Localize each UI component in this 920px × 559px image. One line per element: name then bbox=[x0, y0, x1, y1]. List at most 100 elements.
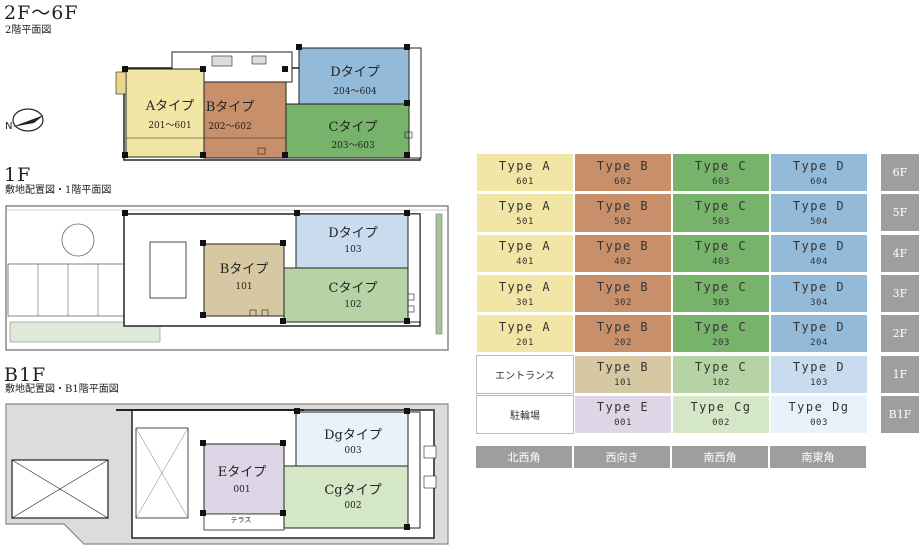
unit-cell-5f-1: Type B 502 bbox=[574, 193, 672, 233]
unit-cell-type: Type A bbox=[498, 239, 552, 254]
unit-cell-number: 003 bbox=[810, 418, 828, 429]
unit-cell-number: 304 bbox=[810, 297, 828, 308]
floor-label-2f: 2F bbox=[881, 315, 919, 353]
unit-cell-type: Type A bbox=[498, 158, 552, 173]
unit-cell-type: Type Dg bbox=[788, 400, 850, 415]
unit-cell-1f-0: エントランス bbox=[476, 354, 574, 394]
unit-cell-2f-2: Type C 203 bbox=[672, 314, 770, 354]
unit-cell-number: 303 bbox=[712, 297, 730, 308]
unit-cell-type: Type A bbox=[498, 319, 552, 334]
first-room-b-nums: 101 bbox=[235, 282, 253, 292]
unit-cell-6f-3: Type D 604 bbox=[770, 153, 868, 193]
floor-label-b1f: B1F bbox=[881, 395, 919, 433]
unit-cell-number: 604 bbox=[810, 176, 828, 187]
unit-cell-number: 503 bbox=[712, 216, 730, 227]
unit-cell-type: Type B bbox=[596, 279, 650, 294]
unit-cell-number: 603 bbox=[712, 176, 730, 187]
upper-room-a-label: Aタイプ bbox=[145, 99, 195, 114]
first-floor-subtitle: 敷地配置図・1階平面図 bbox=[5, 185, 112, 196]
basement-floor-title: B1F bbox=[4, 364, 47, 386]
basement-terrace-label: テラス bbox=[230, 516, 252, 524]
unit-cell-b1f-2: Type Cg 002 bbox=[672, 394, 770, 435]
unit-cell-type: Type D bbox=[792, 360, 846, 375]
unit-cell-type: エントランス bbox=[495, 370, 555, 382]
basement-room-e-label: Eタイプ bbox=[217, 465, 267, 480]
upper-room-d-label: Dタイプ bbox=[330, 65, 380, 80]
unit-cell-type: Type D bbox=[792, 158, 846, 173]
upper-floor-subtitle: 2階平面図 bbox=[5, 25, 52, 36]
basement-room-cg-nums: 002 bbox=[344, 501, 362, 511]
unit-cell-number: 504 bbox=[810, 216, 828, 227]
unit-cell-type: Type B bbox=[596, 360, 650, 375]
unit-cell-2f-0: Type A 201 bbox=[476, 314, 574, 354]
unit-cell-5f-3: Type D 504 bbox=[770, 193, 868, 233]
orientation-label: 北西角 bbox=[476, 446, 572, 469]
unit-cell-type: Type C bbox=[694, 360, 748, 375]
unit-cell-3f-1: Type B 302 bbox=[574, 273, 672, 314]
basement-room-cg-label: Cgタイプ bbox=[324, 483, 382, 498]
first-room-d-label: Dタイプ bbox=[328, 226, 378, 241]
unit-cell-number: 403 bbox=[712, 257, 730, 268]
unit-cell-number: 202 bbox=[614, 337, 632, 348]
first-floor-title: 1F bbox=[4, 164, 32, 186]
unit-cell-type: Type C bbox=[694, 319, 748, 334]
unit-cell-number: 301 bbox=[516, 297, 534, 308]
orientation-label: 西向き bbox=[574, 446, 670, 469]
unit-cell-2f-1: Type B 202 bbox=[574, 314, 672, 354]
unit-cell-type: Type D bbox=[792, 279, 846, 294]
upper-room-b-nums: 202〜602 bbox=[208, 122, 252, 132]
compass-icon: N bbox=[5, 108, 44, 132]
unit-cell-number: 601 bbox=[516, 176, 534, 187]
unit-cell-number: 002 bbox=[712, 418, 730, 429]
unit-cell-type: Type B bbox=[596, 239, 650, 254]
first-room-d-nums: 103 bbox=[344, 245, 362, 255]
unit-cell-number: 401 bbox=[516, 257, 534, 268]
unit-cell-number: 404 bbox=[810, 257, 828, 268]
unit-cell-type: Type D bbox=[792, 319, 846, 334]
unit-cell-1f-2: Type C 102 bbox=[672, 354, 770, 394]
unit-cell-number: 101 bbox=[614, 378, 632, 389]
upper-room-c-label: Cタイプ bbox=[328, 120, 378, 135]
unit-cell-type: Type C bbox=[694, 158, 748, 173]
unit-cell-type: Type D bbox=[792, 239, 846, 254]
floor-label-1f: 1F bbox=[881, 355, 919, 393]
upper-room-d-nums: 204〜604 bbox=[333, 87, 377, 97]
unit-cell-type: Type B bbox=[596, 158, 650, 173]
floor-label-3f: 3F bbox=[881, 274, 919, 312]
upper-room-b-label: Bタイプ bbox=[205, 100, 255, 115]
unit-cell-number: 302 bbox=[614, 297, 632, 308]
basement-room-dg-label: Dgタイプ bbox=[324, 428, 382, 443]
first-room-b-label: Bタイプ bbox=[219, 262, 269, 277]
unit-cell-type: Type Cg bbox=[690, 400, 752, 415]
unit-cell-6f-0: Type A 601 bbox=[476, 153, 574, 193]
unit-cell-1f-1: Type B 101 bbox=[574, 354, 672, 394]
unit-cell-number: 201 bbox=[516, 337, 534, 348]
unit-cell-b1f-0: 駐輪場 bbox=[476, 394, 574, 435]
unit-cell-number: 203 bbox=[712, 337, 730, 348]
unit-cell-type: Type B bbox=[596, 319, 650, 334]
first-room-c-label: Cタイプ bbox=[328, 281, 378, 296]
unit-cell-4f-0: Type A 401 bbox=[476, 233, 574, 273]
unit-cell-type: Type C bbox=[694, 198, 748, 213]
upper-room-c-nums: 203〜603 bbox=[331, 141, 375, 151]
upper-floor-plan bbox=[115, 44, 422, 161]
unit-cell-type: Type E bbox=[596, 400, 650, 415]
unit-cell-number: 502 bbox=[614, 216, 632, 227]
unit-cell-type: Type A bbox=[498, 198, 552, 213]
svg-text:N: N bbox=[5, 121, 12, 132]
orientation-label: 南西角 bbox=[672, 446, 768, 469]
first-room-c-nums: 102 bbox=[344, 300, 362, 310]
orientation-label: 南東角 bbox=[770, 446, 866, 469]
floor-label-4f: 4F bbox=[881, 234, 919, 272]
basement-room-dg-nums: 003 bbox=[344, 446, 362, 456]
unit-cell-number: 102 bbox=[712, 378, 730, 389]
unit-cell-type: Type D bbox=[792, 198, 846, 213]
unit-cell-type: Type B bbox=[596, 198, 650, 213]
